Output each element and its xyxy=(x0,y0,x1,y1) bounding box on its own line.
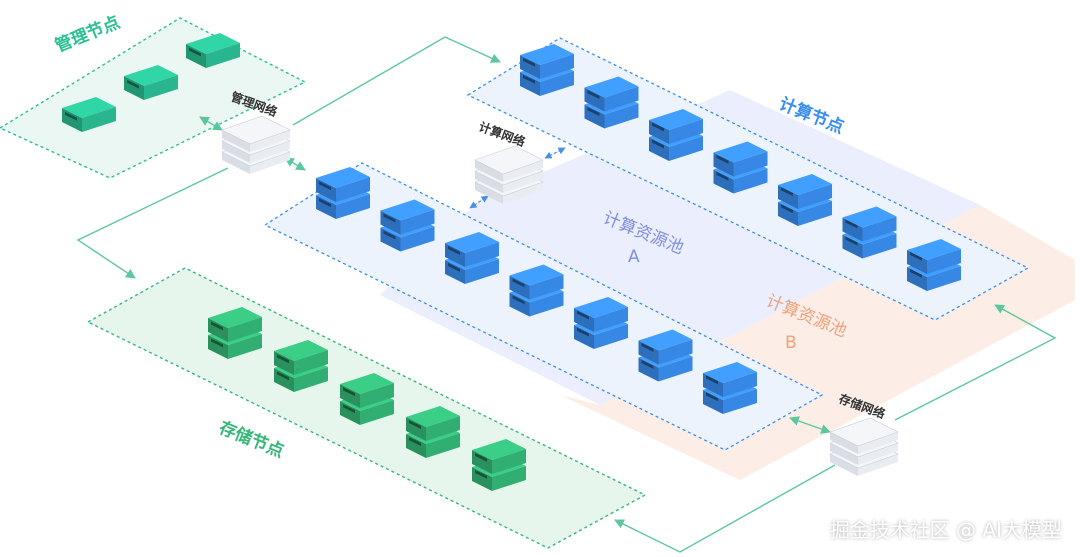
storage-server-3 xyxy=(340,373,394,425)
compute-network-links xyxy=(469,147,566,209)
storage-nodes-label: 存储节点 xyxy=(216,417,287,462)
storage-server-1 xyxy=(208,307,262,359)
compute-server-upper-6 xyxy=(842,206,897,259)
storage-server-4 xyxy=(406,406,460,458)
storage-network-switch xyxy=(829,417,899,476)
mgmt-server-2 xyxy=(124,65,178,100)
link-storage-net-to-compute xyxy=(894,304,1057,421)
compute-server-upper-3 xyxy=(649,109,703,161)
link-compute-to-storage-net xyxy=(789,416,831,434)
compute-server-lower-4 xyxy=(509,264,564,317)
compute-server-lower-3 xyxy=(445,232,499,284)
compute-server-lower-2 xyxy=(380,199,435,252)
servers xyxy=(62,33,961,491)
switches xyxy=(221,115,899,476)
watermark: 掘金技术社区 @ AI大模型 xyxy=(829,518,1062,542)
compute-server-upper-1 xyxy=(520,44,574,96)
storage-server-2 xyxy=(274,340,328,392)
link-storage-net-to-storage xyxy=(614,464,836,553)
compute-server-lower-7 xyxy=(703,362,757,414)
pool-a-letter: A xyxy=(628,247,640,267)
connections xyxy=(76,36,1057,553)
storage-server-5 xyxy=(472,439,526,491)
compute-server-upper-4 xyxy=(713,141,768,194)
link-mgmt-to-storage xyxy=(76,167,229,279)
link-mgmt-to-compute xyxy=(292,36,501,126)
compute-server-upper-5 xyxy=(778,174,832,226)
compute-server-lower-1 xyxy=(316,167,370,219)
compute-server-lower-5 xyxy=(574,297,628,349)
mgmt-network-switch xyxy=(221,115,291,174)
compute-server-lower-6 xyxy=(638,329,693,382)
compute-server-upper-2 xyxy=(584,76,639,129)
mgmt-server-3 xyxy=(186,33,240,68)
mgmt-nodes-label: 管理节点 xyxy=(52,12,123,57)
mgmt-server-1 xyxy=(62,97,116,132)
compute-network-switch xyxy=(474,145,544,204)
pool-b-letter: B xyxy=(785,333,797,353)
compute-network-label: 计算网络 xyxy=(477,119,527,150)
compute-server-upper-7 xyxy=(907,239,961,291)
link-mgmt-nodes-to-switch xyxy=(199,116,223,131)
